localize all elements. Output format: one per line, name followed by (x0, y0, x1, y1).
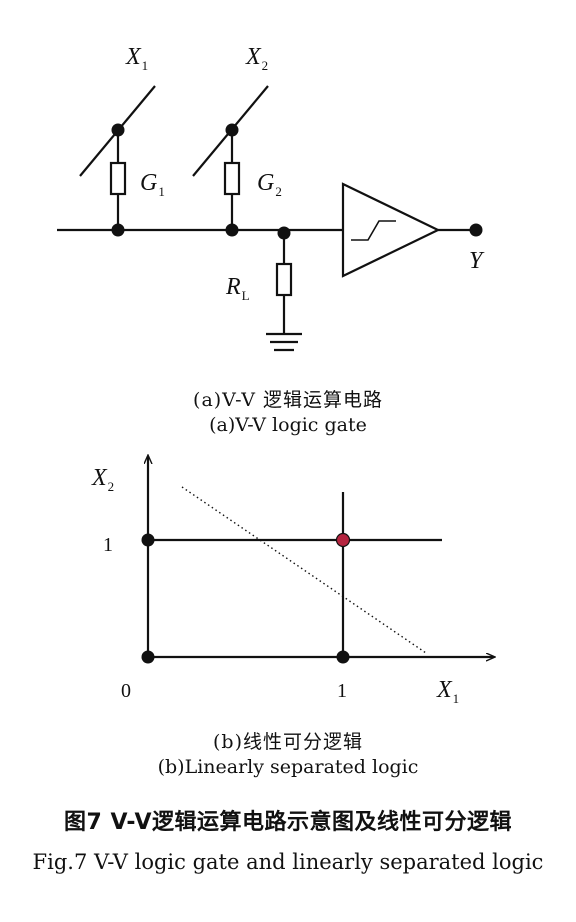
load-resistor-rl (275, 262, 293, 297)
subfigure-b-caption-en: (b)Linearly separated logic (157, 756, 419, 778)
label-y: Y (469, 248, 485, 274)
point-0-0 (141, 650, 155, 664)
node-rl-bus (277, 226, 291, 240)
node-x1-input (111, 123, 125, 137)
label-g2: G2 (257, 170, 282, 199)
node-x2-input (225, 123, 239, 137)
separating-boundary (181, 486, 427, 654)
subfigure-a-caption-en: (a)V-V logic gate (209, 414, 367, 436)
figure-title-en: Fig.7 V-V logic gate and linearly separa… (32, 850, 544, 874)
y-tick-label-1: 1 (103, 534, 113, 556)
subfigure-a-caption-cn: (a)V-V 逻辑运算电路 (193, 389, 383, 411)
conductance-g1 (109, 161, 127, 196)
point-1-1-highlighted (335, 532, 351, 548)
ground-symbol (266, 332, 302, 352)
subfigure-b-caption-cn: (b)线性可分逻辑 (213, 731, 363, 753)
node-g2-bus (225, 223, 239, 237)
figure-title-cn: 图7 V-V逻辑运算电路示意图及线性可分逻辑 (64, 810, 512, 835)
logic-gate-circuit (57, 85, 476, 352)
x-tick-label-1: 1 (337, 680, 347, 702)
threshold-amplifier (341, 182, 441, 278)
node-output-y (469, 223, 483, 237)
point-0-1 (141, 533, 155, 547)
label-rl: RL (225, 274, 250, 303)
axis-label-x2: X2 (91, 465, 114, 494)
point-1-0 (336, 650, 350, 664)
step-function-glyph (351, 220, 396, 241)
conductance-g2 (223, 161, 241, 196)
axis-label-x1: X1 (436, 677, 459, 706)
label-g1: G1 (140, 170, 165, 199)
origin-label: 0 (121, 680, 131, 702)
label-x2: X2 (245, 44, 268, 73)
separability-plot (148, 456, 494, 657)
circuit-nodes (111, 123, 483, 240)
node-g1-bus (111, 223, 125, 237)
label-x1: X1 (125, 44, 148, 73)
plot-points (141, 532, 351, 664)
